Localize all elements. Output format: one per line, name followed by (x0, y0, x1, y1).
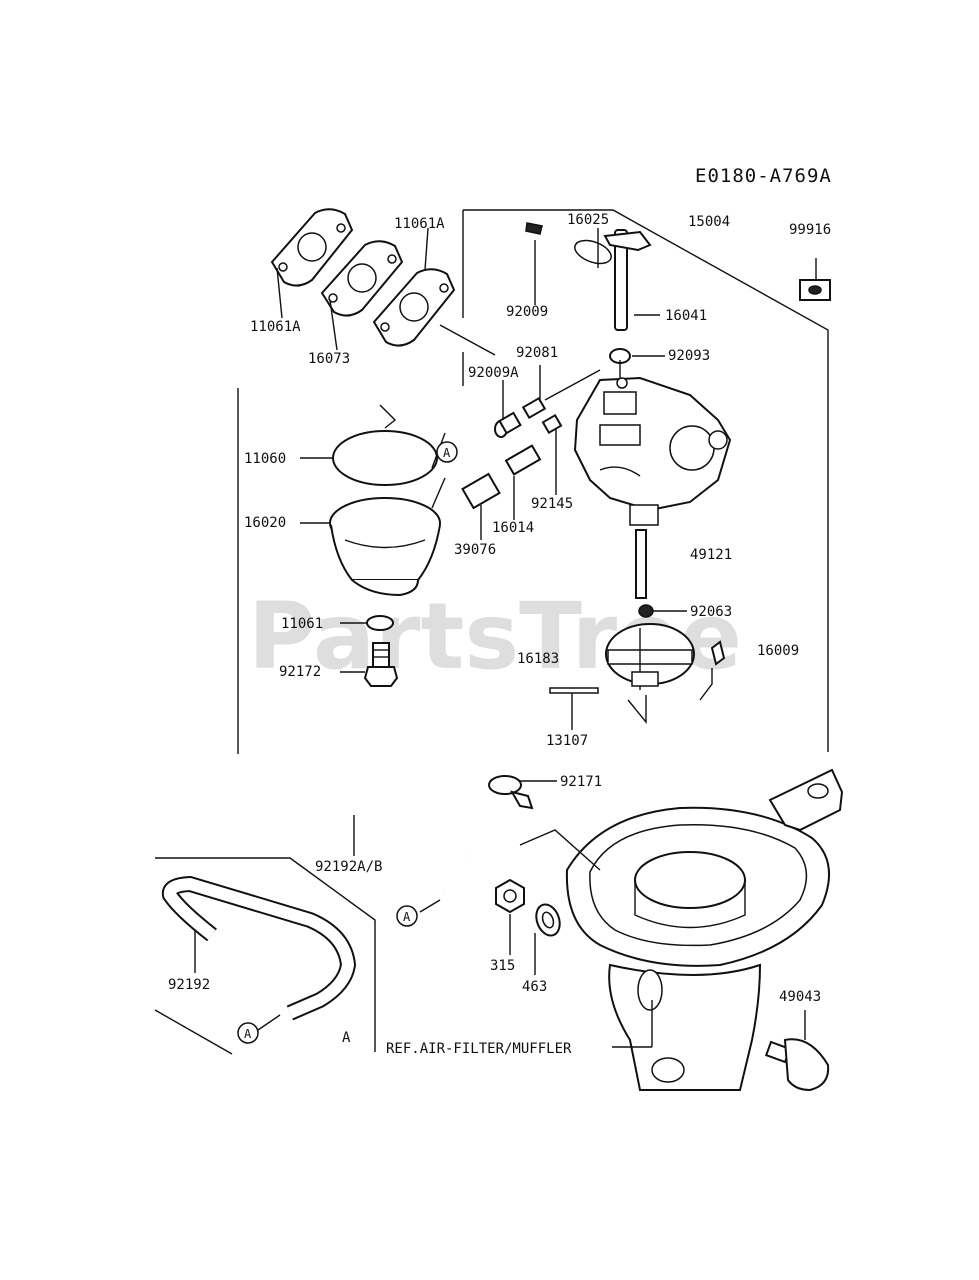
lock-washer-463[interactable] (532, 901, 564, 939)
label-92192: 92192 (168, 977, 210, 993)
label-92171: 92171 (560, 774, 602, 790)
idle-screw-92009A[interactable] (494, 396, 547, 438)
connector-a-bottom: A (237, 1022, 259, 1044)
connector-a-top: A (436, 441, 458, 463)
needle-valve-16009[interactable] (710, 640, 726, 666)
label-11061: 11061 (281, 616, 323, 632)
label-92081: 92081 (516, 345, 558, 361)
label-92009: 92009 (506, 304, 548, 320)
label-463: 463 (522, 979, 547, 995)
o-ring-11060[interactable] (332, 430, 438, 486)
jet-parts[interactable] (461, 413, 563, 510)
label-16020: 16020 (244, 515, 286, 531)
label-315: 315 (490, 958, 515, 974)
choke-plate-assembly[interactable] (525, 222, 652, 331)
float-pin-13107[interactable] (549, 687, 599, 694)
float-bowl-16020[interactable] (329, 477, 446, 597)
gasket-11061A-right[interactable] (372, 268, 456, 347)
connector-a-mid: A (396, 905, 418, 927)
drain-bolt-92172[interactable] (363, 642, 399, 687)
label-92172: 92172 (279, 664, 321, 680)
frame-lines (154, 209, 829, 1055)
diagram-code: E0180-A769A (695, 165, 832, 187)
carburetor-body-15004[interactable] (573, 360, 732, 526)
nozzle-49121[interactable] (635, 529, 654, 618)
svg-text:A: A (244, 1027, 252, 1041)
float-16183[interactable] (605, 623, 695, 690)
air-filter-base[interactable] (565, 768, 844, 1091)
label-16014: 16014 (492, 520, 534, 536)
label-39076: 39076 (454, 542, 496, 558)
label-a: A (342, 1030, 351, 1046)
leader-lines (194, 227, 817, 1048)
label-92063: 92063 (690, 604, 732, 620)
breather-49043[interactable] (764, 1038, 830, 1092)
svg-text:A: A (403, 910, 411, 924)
label-11061A-top: 11061A (394, 216, 445, 232)
clamp-92171[interactable] (488, 775, 534, 810)
label-11061A-left: 11061A (250, 319, 301, 335)
label-92009A: 92009A (468, 365, 519, 381)
label-15004: 15004 (688, 214, 730, 230)
label-49121: 49121 (690, 547, 732, 563)
gasket-11061A-left[interactable] (270, 208, 354, 287)
label-ref-air-filter-muffler: REF.AIR-FILTER/MUFFLER (386, 1041, 572, 1057)
label-16041: 16041 (665, 308, 707, 324)
label-13107: 13107 (546, 733, 588, 749)
label-16073: 16073 (308, 351, 350, 367)
label-92192AB: 92192A/B (315, 859, 382, 875)
svg-text:A: A (443, 446, 451, 460)
label-16009: 16009 (757, 643, 799, 659)
label-92093: 92093 (668, 348, 710, 364)
label-16025: 16025 (567, 212, 609, 228)
label-49043: 49043 (779, 989, 821, 1005)
label-92145: 92145 (531, 496, 573, 512)
label-99916: 99916 (789, 222, 831, 238)
cap-99916[interactable] (799, 279, 831, 301)
washer-11061[interactable] (366, 615, 394, 631)
part-labels: 11061A 16025 15004 99916 11061A 92009 16… (168, 212, 831, 1057)
gasket-16073[interactable] (320, 240, 404, 317)
nut-315[interactable] (495, 878, 525, 914)
label-16183: 16183 (517, 651, 559, 667)
label-11060: 11060 (244, 451, 286, 467)
